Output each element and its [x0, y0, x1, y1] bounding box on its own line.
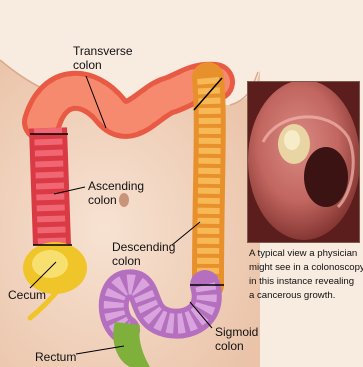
- label-cecum-text: Cecum: [8, 288, 46, 302]
- photo-caption: A typical view a physician might see in …: [249, 247, 362, 303]
- label-sigmoid-line2: colon: [215, 339, 244, 353]
- caption-line2: might see in a colonoscopy,: [249, 261, 362, 275]
- caption-line3: in this instance revealing: [249, 275, 362, 289]
- ascending-colon: [48, 128, 52, 245]
- label-rectum-text: Rectum: [35, 350, 76, 364]
- label-descending-line2: colon: [112, 254, 141, 268]
- descending-colon: [208, 78, 210, 285]
- label-ascending-line1: Ascending: [88, 179, 144, 193]
- label-descending-line1: Descending: [112, 240, 175, 254]
- colonoscopy-photo: [247, 81, 360, 243]
- label-rectum: Rectum: [35, 350, 76, 364]
- label-sigmoid-colon: Sigmoid colon: [215, 325, 258, 353]
- label-cecum: Cecum: [8, 288, 46, 302]
- label-ascending-line2: colon: [88, 193, 117, 207]
- label-ascending-colon: Ascending colon: [88, 179, 144, 207]
- caption-line1: A typical view a physician: [249, 247, 362, 261]
- caption-line4: a cancerous growth.: [249, 289, 362, 303]
- label-descending-colon: Descending colon: [112, 240, 175, 268]
- label-transverse-colon: Transverse colon: [73, 44, 133, 72]
- label-transverse-line1: Transverse: [73, 44, 133, 58]
- label-transverse-line2: colon: [73, 58, 102, 72]
- label-sigmoid-line1: Sigmoid: [215, 325, 258, 339]
